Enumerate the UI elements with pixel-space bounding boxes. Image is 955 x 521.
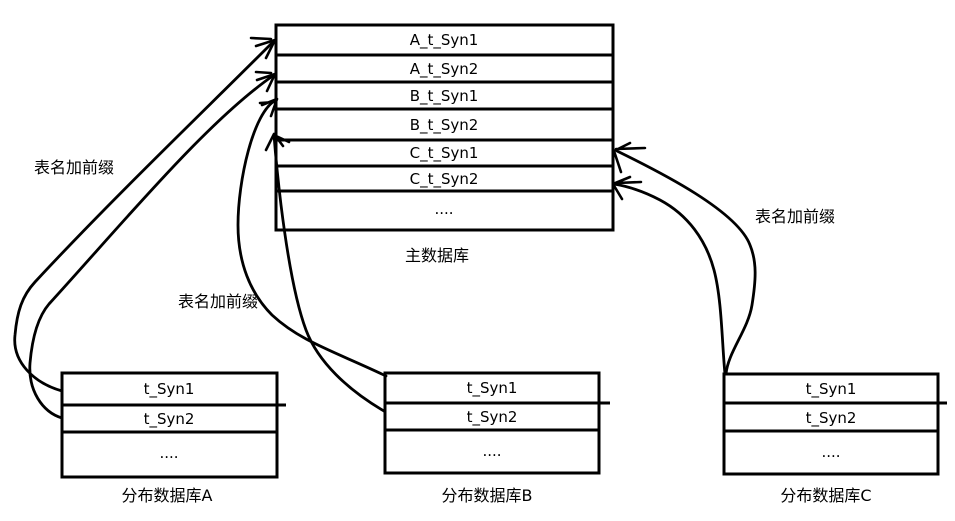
main-db-box bbox=[274, 23, 615, 232]
arrow-c1-curve bbox=[615, 149, 757, 376]
arrow-b-t-syn1 bbox=[236, 97, 388, 378]
arrow-b-t-syn2 bbox=[264, 132, 386, 413]
main-db-row-b-t-syn1: B_t_Syn1 bbox=[410, 87, 479, 106]
main-db-row-a-t-syn2: A_t_Syn2 bbox=[410, 60, 479, 79]
db-c-row-t-syn1: t_Syn1 bbox=[806, 380, 857, 399]
arrow-b1-curve bbox=[236, 98, 388, 378]
arrow-c2-curve bbox=[612, 182, 727, 376]
arrow-a2-curve bbox=[28, 73, 276, 420]
db-a-box bbox=[60, 371, 279, 479]
arrow-a2-head-icon bbox=[254, 70, 277, 93]
arrow-a-t-syn2 bbox=[28, 70, 277, 420]
db-a-row-t-syn2: t_Syn2 bbox=[144, 410, 195, 429]
db-b-row-t-syn1: t_Syn1 bbox=[467, 379, 518, 398]
db-c-row-dots: .... bbox=[821, 443, 840, 461]
arrow-c-t-syn2 bbox=[611, 175, 727, 376]
db-c-table: t_Syn1 t_Syn2 .... 分布数据库C bbox=[722, 372, 947, 505]
arrow-a1-head-icon bbox=[249, 36, 277, 60]
db-c-box bbox=[722, 372, 940, 476]
db-b-row-t-syn2: t_Syn2 bbox=[467, 408, 518, 427]
db-b-table: t_Syn1 t_Syn2 .... 分布数据库B bbox=[383, 371, 610, 505]
db-b-box bbox=[383, 371, 601, 475]
arrow-b2-head-icon bbox=[264, 132, 291, 152]
db-b-label: 分布数据库B bbox=[442, 486, 533, 505]
main-db-row-b-t-syn2: B_t_Syn2 bbox=[410, 116, 479, 135]
db-a-label: 分布数据库A bbox=[122, 486, 213, 505]
main-db-row-dots: .... bbox=[434, 200, 453, 218]
arrow-b2-curve bbox=[272, 133, 386, 413]
arrow-c1-head-icon bbox=[612, 141, 647, 174]
arrow-c2-head-icon bbox=[611, 175, 643, 201]
db-a-row-t-syn1: t_Syn1 bbox=[144, 380, 195, 399]
arrow-a1-curve bbox=[13, 39, 276, 393]
db-b-row-dots: .... bbox=[482, 442, 501, 460]
main-db-row-c-t-syn1: C_t_Syn1 bbox=[410, 144, 479, 163]
annotation-prefix-left: 表名加前缀 bbox=[34, 158, 114, 177]
annotation-prefix-middle: 表名加前缀 bbox=[178, 292, 258, 311]
arrow-a-t-syn1 bbox=[13, 36, 277, 393]
arrow-c-t-syn1 bbox=[612, 141, 757, 376]
annotation-prefix-right: 表名加前缀 bbox=[755, 207, 835, 226]
main-db-table: A_t_Syn1 A_t_Syn2 B_t_Syn1 B_t_Syn2 C_t_… bbox=[274, 23, 615, 265]
main-db-row-c-t-syn2: C_t_Syn2 bbox=[410, 170, 479, 189]
db-c-label: 分布数据库C bbox=[780, 486, 871, 505]
main-db-row-a-t-syn1: A_t_Syn1 bbox=[410, 31, 479, 50]
arrow-b1-head-icon bbox=[258, 97, 279, 118]
db-c-row-t-syn2: t_Syn2 bbox=[806, 409, 857, 428]
db-a-row-dots: .... bbox=[159, 444, 178, 462]
main-db-label: 主数据库 bbox=[405, 246, 469, 265]
db-a-table: t_Syn1 t_Syn2 .... 分布数据库A bbox=[60, 371, 286, 505]
